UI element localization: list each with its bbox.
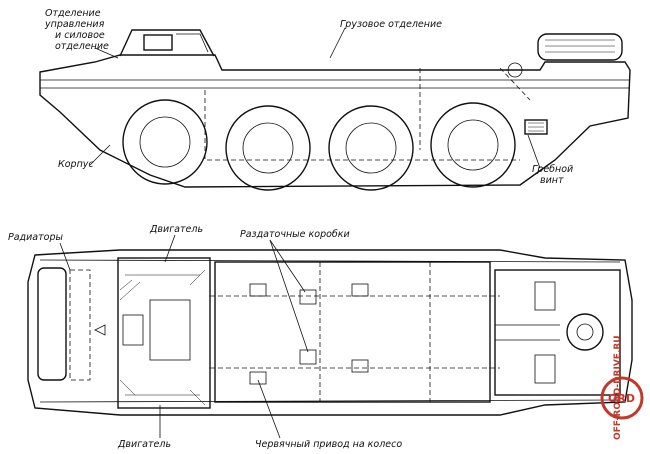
label-cargo: Грузовое отделение (340, 19, 442, 30)
watermark-logo-icon (600, 376, 644, 420)
wheel (225, 105, 311, 191)
label-propeller-2: винт (540, 175, 564, 186)
label-hull: Корпус (58, 159, 94, 170)
hull-top-outline (27, 249, 633, 416)
label-engine-bottom: Двигатель (117, 439, 171, 450)
engine-block (149, 299, 191, 361)
top-view: Радиаторы Двигатель Раздаточные коробки … (8, 224, 633, 450)
label-control-4: отделение (55, 41, 109, 52)
wheel (122, 99, 208, 185)
deck-cargo (537, 33, 623, 61)
cargo-floor (214, 261, 491, 403)
label-engine-top: Двигатель (149, 224, 203, 235)
wheel (430, 102, 516, 188)
watermark-text: OFF-ROAD-DRIVE.RU (613, 335, 623, 440)
propeller (524, 119, 548, 135)
cabin-window (143, 34, 173, 51)
label-control-2: управления (44, 19, 105, 30)
label-propeller-1: Гребной (532, 164, 573, 175)
label-control-3: и силовое (55, 30, 105, 41)
radiator (37, 267, 67, 381)
rear-section (494, 269, 621, 396)
transfer-box (299, 289, 317, 305)
label-transfer: Раздаточные коробки (240, 229, 350, 240)
watermark: OFF-ROAD-DRIVE.RU ORD (600, 335, 644, 440)
side-view: Отделение управления и силовое отделение… (39, 8, 631, 191)
label-worm: Червячный привод на колесо (255, 439, 402, 450)
label-radiators: Радиаторы (8, 232, 63, 243)
transfer-box (299, 349, 317, 365)
hull-outline (39, 54, 631, 188)
propeller-hub (566, 313, 604, 351)
label-control-1: Отделение (45, 8, 101, 19)
engine-compartment (117, 257, 211, 409)
wheel (328, 105, 414, 191)
radiator (69, 269, 91, 381)
cabin (119, 29, 215, 57)
watermark-logo-text: ORD (608, 392, 635, 405)
